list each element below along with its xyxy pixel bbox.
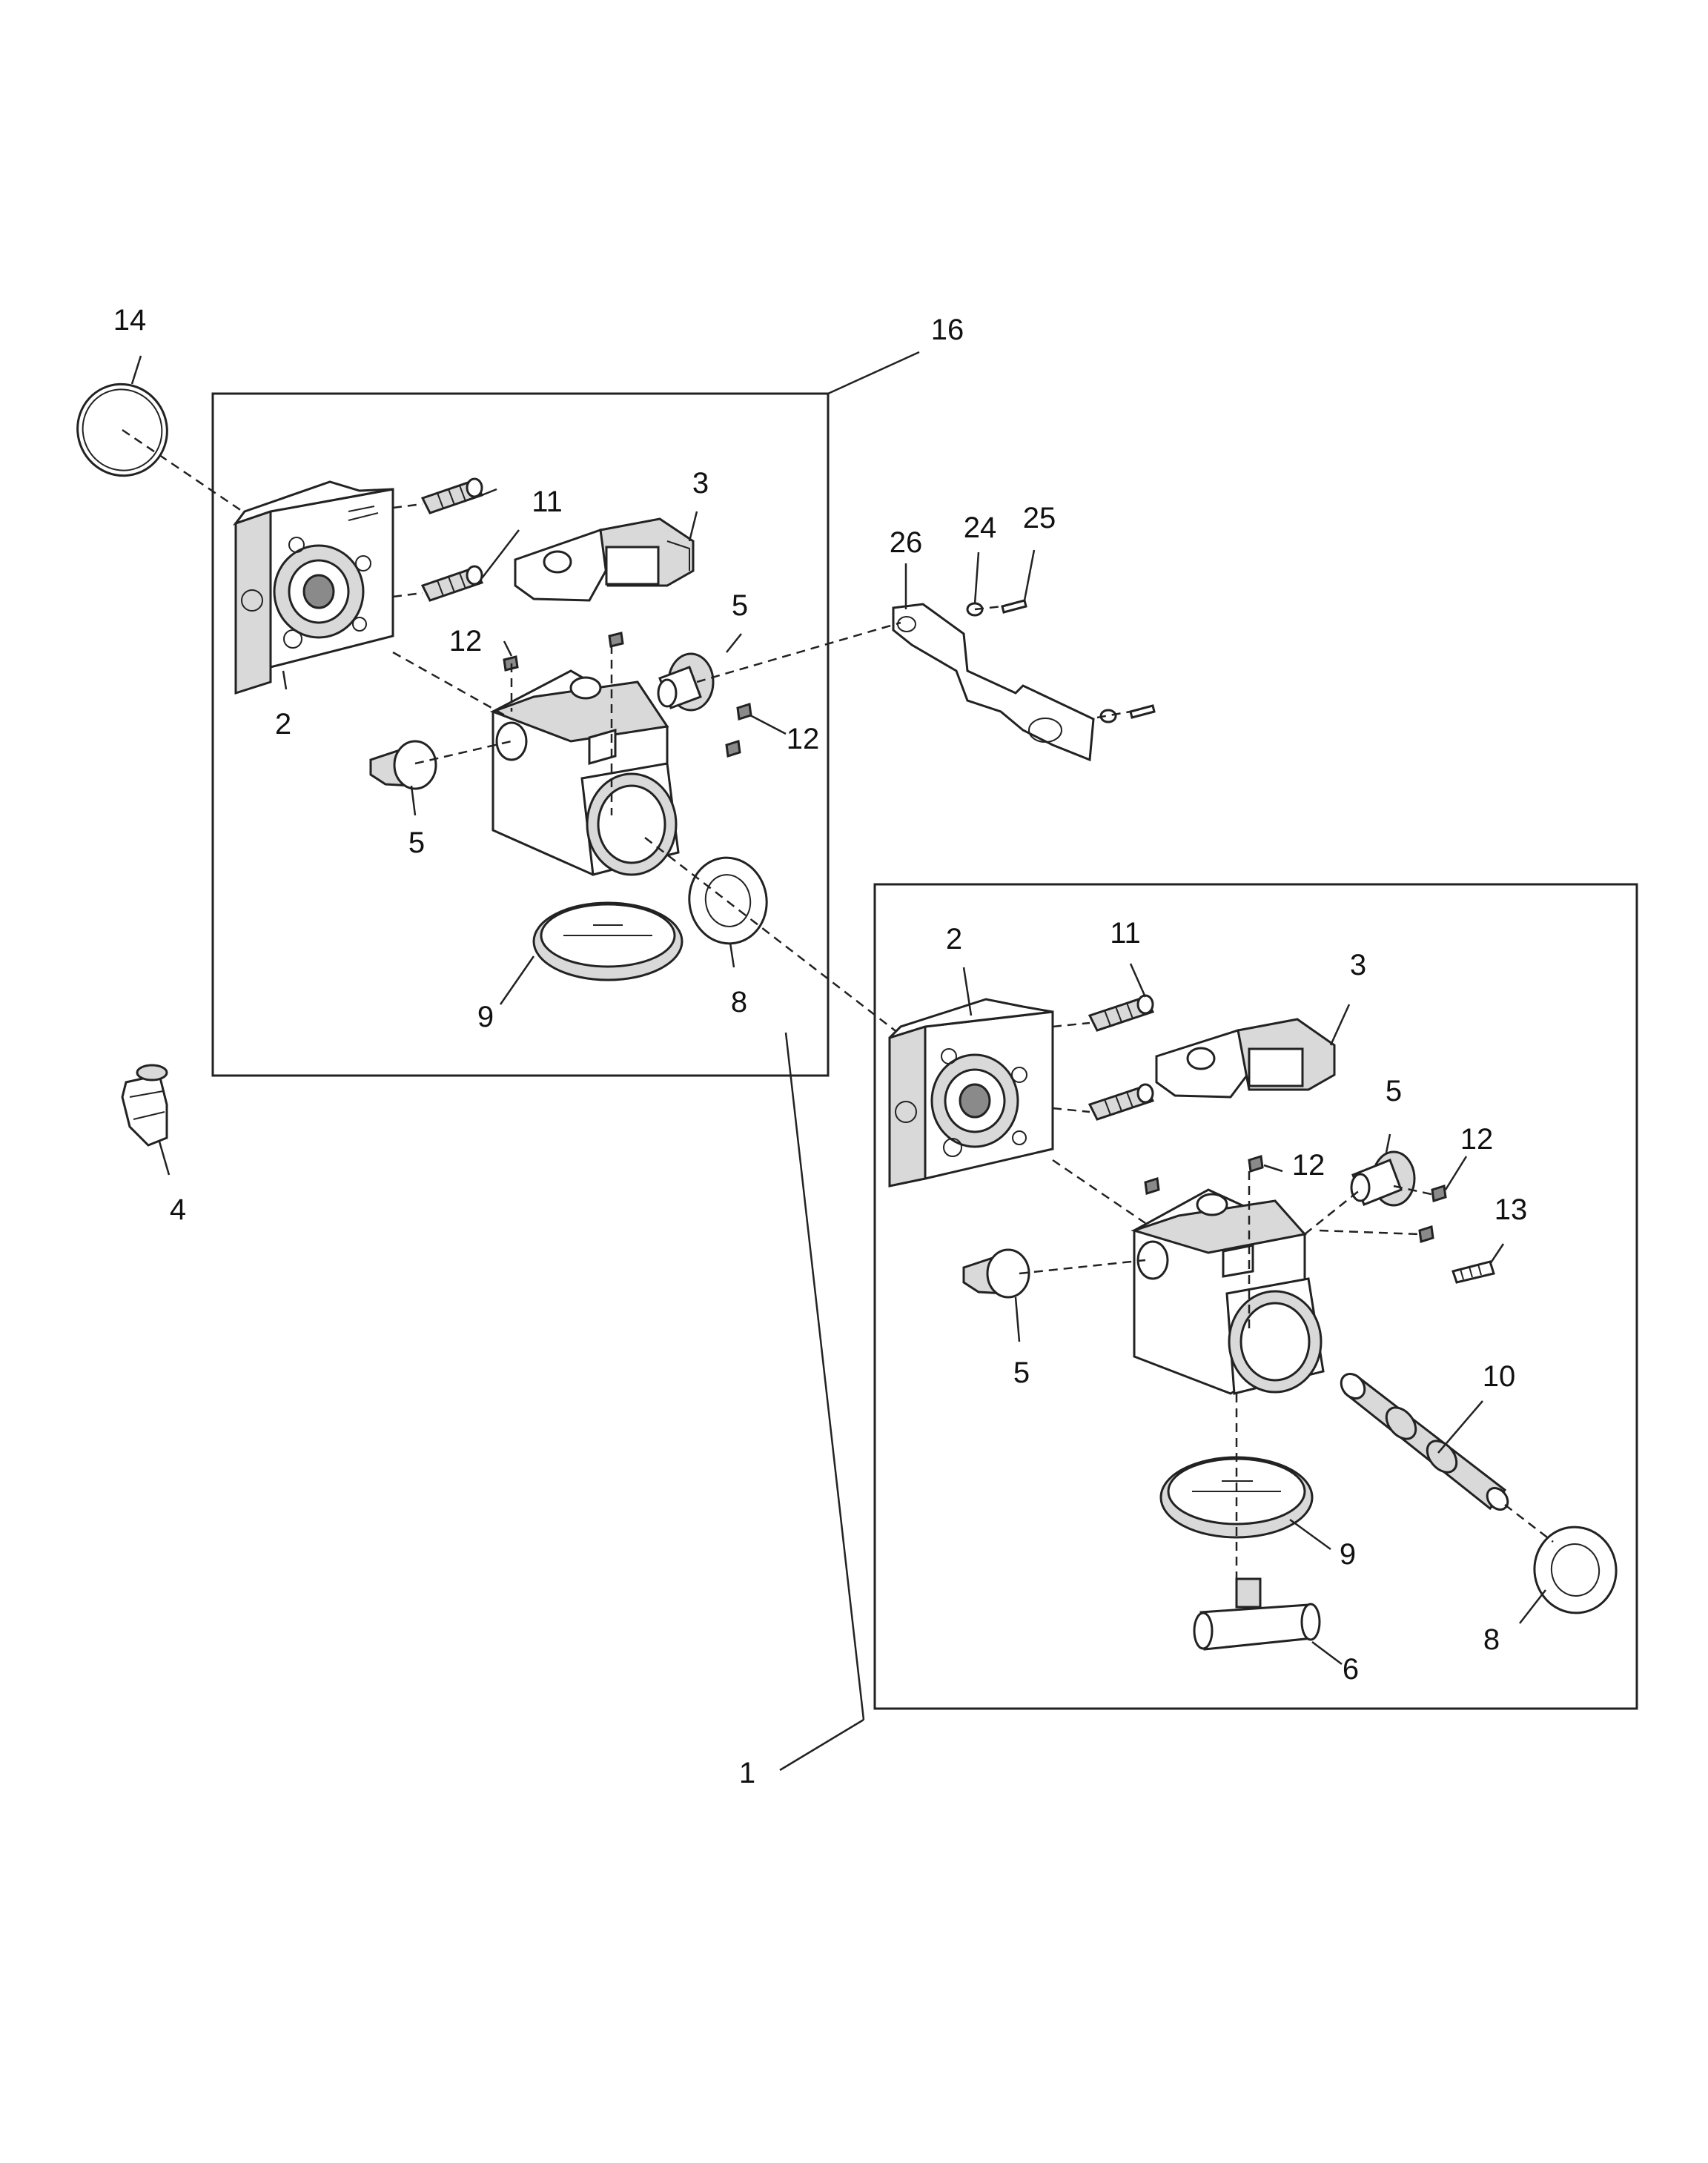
- cartridge-part-11-lower-b: [1088, 1083, 1155, 1121]
- spool-part-5-lower-right: [1350, 1150, 1416, 1207]
- screw-part-25-lower: [1099, 704, 1156, 723]
- callout-16: 16: [931, 314, 964, 346]
- spool-part-5-lower-left: [962, 1248, 1030, 1299]
- plug-part-12-upper-d: [725, 740, 741, 758]
- spool-part-5-upper-left: [369, 740, 437, 790]
- plug-part-12-lower-a: [1144, 1177, 1160, 1195]
- fitting-part-4: [121, 1064, 168, 1147]
- screw-part-13: [1452, 1260, 1495, 1284]
- callout-12-upper-a: 12: [449, 625, 483, 657]
- valve-plate-part-2-lower: [888, 998, 1054, 1188]
- plug-part-12-upper-b: [608, 632, 624, 648]
- callout-5-lower-right: 5: [1386, 1075, 1402, 1107]
- callout-12-lower-a: 12: [1460, 1123, 1494, 1156]
- cartridge-part-11-lower-a: [1088, 994, 1155, 1032]
- pump-housing-upper: [489, 669, 680, 876]
- callout-9-upper: 9: [477, 1001, 494, 1033]
- valve-block-part-3-lower: [1155, 1018, 1336, 1099]
- callout-24: 24: [964, 511, 997, 544]
- plug-part-12-lower-c: [1431, 1185, 1447, 1202]
- callout-5-lower-left: 5: [1013, 1357, 1030, 1389]
- cartridge-part-11-upper-a: [420, 477, 484, 514]
- shim-part-8-lower: [1533, 1526, 1618, 1614]
- plug-part-12-upper-c: [736, 703, 752, 721]
- tee-fitting-part-6: [1193, 1577, 1321, 1651]
- callout-6: 6: [1343, 1653, 1359, 1686]
- callout-2-upper: 2: [275, 708, 291, 741]
- callout-8-upper: 8: [731, 986, 747, 1018]
- callout-3-lower: 3: [1350, 949, 1366, 981]
- callout-1: 1: [739, 1757, 755, 1789]
- callout-26: 26: [890, 526, 923, 559]
- callout-12-lower-b: 12: [1292, 1149, 1325, 1182]
- o-ring-part-14: [76, 382, 168, 477]
- pump-housing-lower: [1131, 1188, 1325, 1395]
- callout-8-lower: 8: [1483, 1623, 1500, 1656]
- shaft-part-10: [1340, 1373, 1509, 1511]
- assembly-1-frame: [873, 883, 1638, 1710]
- cartridge-part-11-upper-b: [420, 565, 484, 602]
- callout-4: 4: [170, 1193, 186, 1226]
- callout-5-upper-right: 5: [732, 589, 748, 622]
- screw-part-25: [1001, 599, 1027, 614]
- plug-part-12-lower-d: [1418, 1225, 1434, 1243]
- callout-12-upper-b: 12: [787, 723, 820, 755]
- callout-11-lower: 11: [1110, 917, 1141, 950]
- cover-plate-part-9-upper: [532, 901, 683, 981]
- callout-25: 25: [1023, 502, 1056, 534]
- valve-plate-part-2-upper: [232, 480, 394, 695]
- callout-2-lower: 2: [946, 923, 962, 955]
- assembly-16-frame: [211, 392, 830, 1077]
- callout-3-upper: 3: [692, 467, 709, 500]
- callout-5-upper-left: 5: [408, 827, 425, 859]
- callout-14: 14: [113, 304, 147, 337]
- callout-9-lower: 9: [1340, 1538, 1356, 1571]
- callout-10: 10: [1483, 1360, 1516, 1393]
- spool-part-5-upper-right: [657, 652, 715, 712]
- plug-part-12-lower-b: [1248, 1155, 1264, 1173]
- callout-13: 13: [1494, 1193, 1528, 1226]
- bracket-part-26: [892, 603, 1095, 762]
- valve-block-part-3-upper: [514, 517, 695, 602]
- callout-11-upper: 11: [532, 486, 563, 518]
